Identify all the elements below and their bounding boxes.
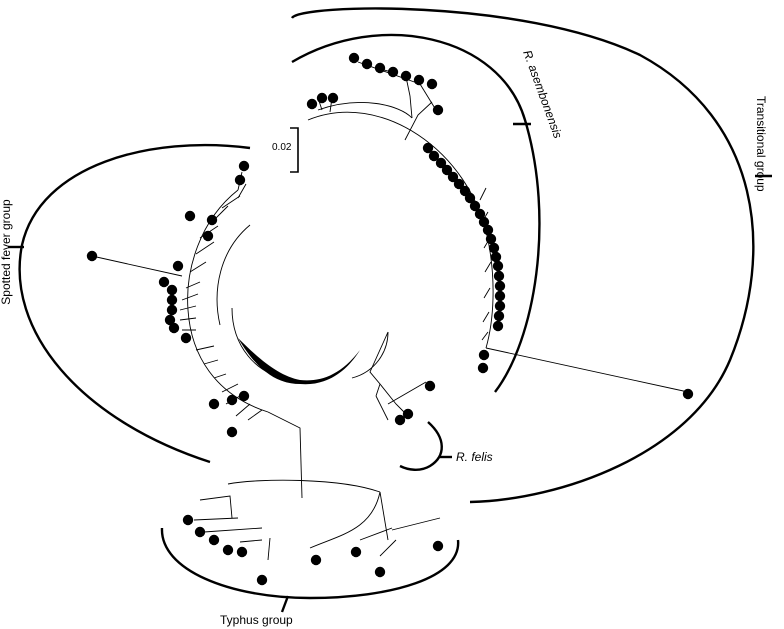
tip-markers — [86, 52, 694, 586]
bracket-asembonensis — [291, 33, 541, 393]
tip-dot — [202, 230, 214, 242]
tip-dot — [464, 192, 476, 204]
tip-dot — [208, 398, 220, 410]
tip-dot — [485, 233, 497, 245]
tip-dot — [166, 304, 178, 316]
tip-dot — [402, 408, 414, 420]
tip-dot — [432, 540, 444, 552]
tip-dot — [493, 310, 505, 322]
tip-dot — [478, 216, 490, 228]
tip-dot — [477, 362, 489, 374]
tip-dot — [350, 546, 362, 558]
bracket-transitional — [290, 7, 755, 504]
tip-dot — [478, 349, 490, 361]
tip-dot — [682, 388, 694, 400]
tree-branches — [91, 61, 689, 561]
tip-dot — [256, 574, 268, 586]
scale-bar: 0.02 — [272, 127, 299, 173]
tip-dot — [482, 224, 494, 236]
tip-dot — [361, 58, 373, 70]
tip-dot — [206, 214, 218, 226]
tip-dot — [86, 250, 98, 262]
tip-dot — [494, 300, 506, 312]
tip-dot — [374, 62, 386, 74]
tip-dot — [490, 251, 502, 263]
tip-dot — [180, 332, 192, 344]
tip-dot — [428, 150, 440, 162]
tip-dot — [494, 280, 506, 292]
tip-dot — [435, 157, 447, 169]
tip-dot — [234, 174, 246, 186]
tip-dot — [488, 242, 500, 254]
tip-dot — [164, 314, 176, 326]
tip-dot — [226, 394, 238, 406]
tip-dot — [453, 178, 465, 190]
tip-dot — [238, 160, 250, 172]
tick-typhus — [280, 595, 290, 613]
tip-dot — [184, 210, 196, 222]
tip-dot — [432, 104, 444, 116]
tip-dot — [208, 534, 220, 546]
tip-dot — [469, 200, 481, 212]
tip-dot — [168, 322, 180, 334]
clade-brackets — [8, 7, 772, 613]
tip-dot — [441, 164, 453, 176]
label-transitional: Transitional group — [754, 96, 768, 192]
tip-dot — [413, 74, 425, 86]
tip-dot — [226, 426, 238, 438]
tree-backbone — [187, 101, 494, 413]
tip-dot — [316, 92, 328, 104]
tip-dot — [400, 70, 412, 82]
tip-dot — [492, 320, 504, 332]
tip-dot — [166, 294, 178, 306]
tip-dot — [394, 414, 406, 426]
tip-dot — [374, 566, 386, 578]
bracket-felis — [399, 421, 443, 471]
tip-dot — [182, 514, 194, 526]
tip-dot — [310, 554, 322, 566]
tip-dot — [426, 78, 438, 90]
tip-dot — [236, 546, 248, 558]
tip-dot — [494, 290, 506, 302]
collapsed-clade-wedge — [238, 338, 360, 385]
tip-dot — [327, 92, 339, 104]
label-felis: R. felis — [456, 450, 493, 464]
bracket-spotted-fever — [18, 143, 251, 464]
tip-dot — [172, 260, 184, 272]
label-typhus: Typhus group — [220, 613, 293, 627]
tip-dot — [422, 142, 434, 154]
tip-dot — [222, 544, 234, 556]
tip-dot — [194, 526, 206, 538]
tip-dot — [306, 98, 318, 110]
tip-dot — [424, 380, 436, 392]
tip-dot — [166, 284, 178, 296]
tip-dot — [348, 52, 360, 64]
tip-dot — [493, 270, 505, 282]
tip-dot — [492, 260, 504, 272]
tip-dot — [158, 276, 170, 288]
tip-dot — [447, 171, 459, 183]
tip-dot — [387, 66, 399, 78]
label-spotted-fever: Spotted fever group — [0, 199, 13, 305]
bracket-typhus — [160, 527, 460, 600]
tip-dot — [238, 390, 250, 402]
tip-dot — [474, 208, 486, 220]
scale-bar-label: 0.02 — [272, 142, 292, 153]
